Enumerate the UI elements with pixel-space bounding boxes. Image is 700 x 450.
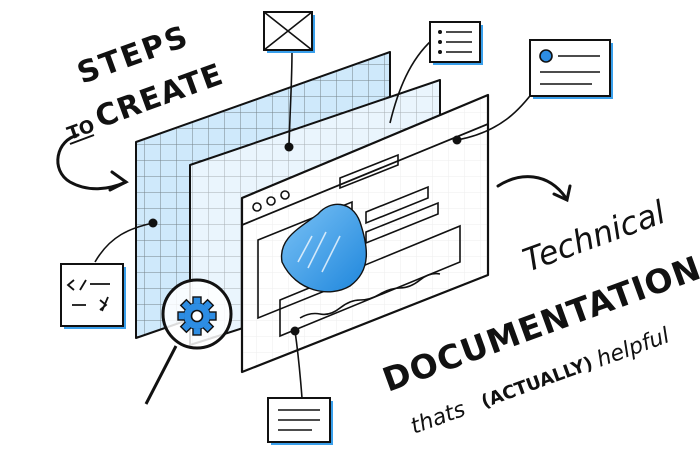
text-lines-card-icon [267, 397, 333, 445]
subject-tagline-start: thats [408, 397, 469, 440]
curved-arrow-right [496, 175, 572, 203]
subject-tagline-end: helpful [594, 323, 673, 372]
subject-tagline-mid: (ACTUALLY) [479, 353, 596, 413]
curved-arrow-left [56, 133, 129, 192]
profile-card-icon [529, 39, 613, 99]
address-bar [339, 153, 399, 190]
placeholder-image-card-icon [263, 11, 315, 53]
cloud-blob-icon [280, 203, 368, 293]
magnifying-glass-icon [144, 278, 233, 405]
squiggle-text-line [299, 272, 441, 319]
bullet-list-card-icon [429, 21, 483, 65]
code-card-icon [60, 263, 126, 329]
gear-icon [177, 296, 217, 336]
headline-to-underline [69, 134, 95, 145]
browser-window [240, 93, 490, 374]
window-controls [252, 190, 290, 212]
